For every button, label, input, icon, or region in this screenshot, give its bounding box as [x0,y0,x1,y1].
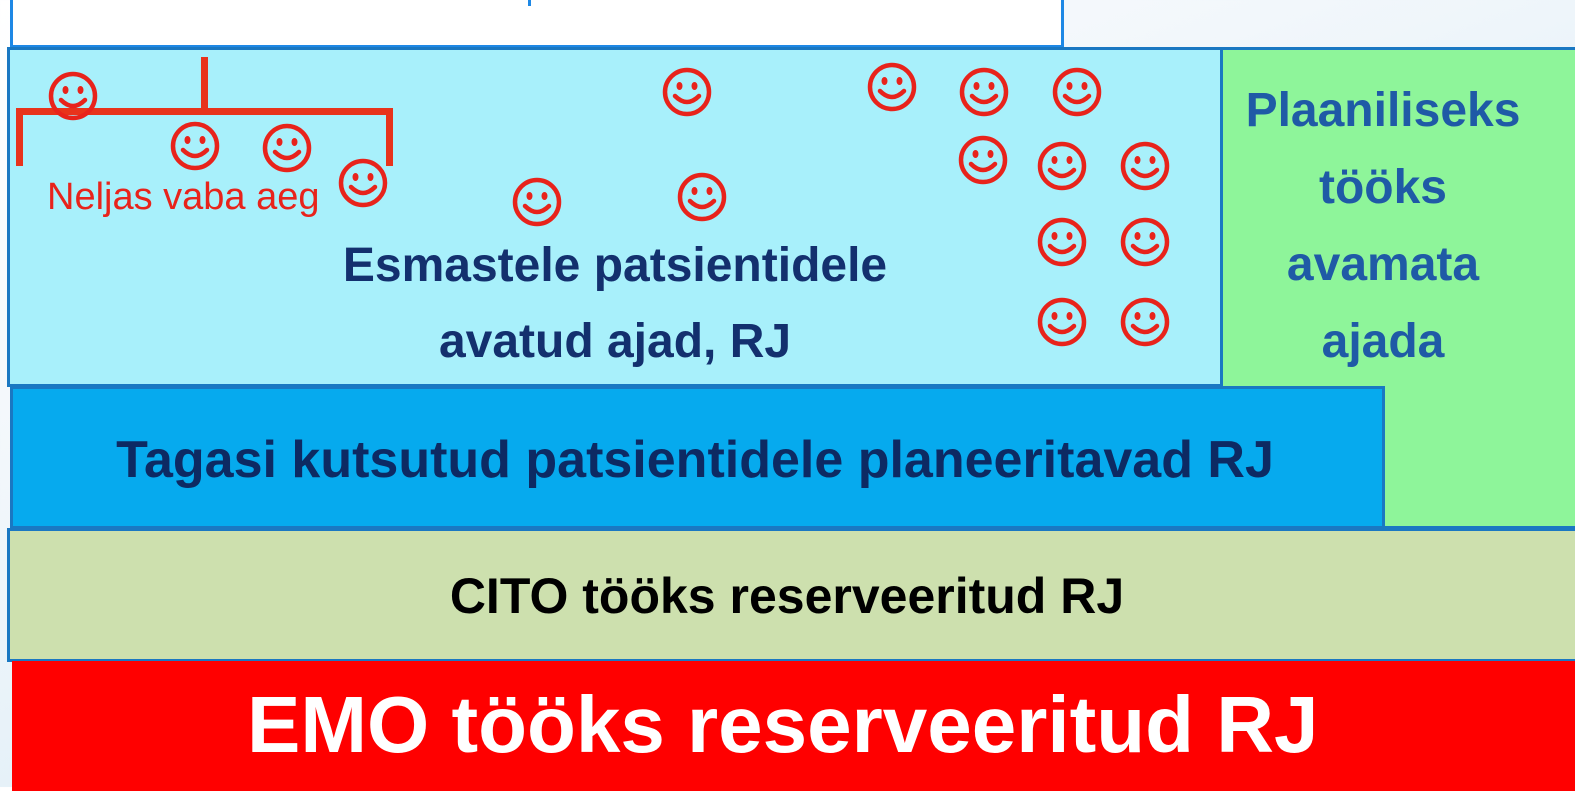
smiley-face-icon [662,67,712,117]
smiley-face-icon [1052,67,1102,117]
smiley-face-icon [1037,217,1087,267]
smiley-face-icon [1037,141,1087,191]
emo-slots-block [12,661,1575,791]
bracket-stem [201,57,208,113]
recalled-slots-label: Tagasi kutsutud patsientidele planeerita… [116,431,1274,489]
smiley-face-icon [867,62,917,112]
cito-slots-label: CITO tööks reserveeritud RJ [449,568,1125,624]
bracket-left-arm [16,108,23,166]
open-slots-label: Esmastele patsientidele avatud ajad, RJ [342,239,888,368]
smiley-face-icon [677,172,727,222]
cito-slots-block [7,528,1575,662]
smiley-face-icon [338,158,388,208]
free-time-label: Neljas vaba aeg [47,176,320,218]
emo-slots-label: EMO tööks reserveeritud RJ [247,680,1319,769]
top-frame [10,0,1064,48]
bracket-bar [16,108,393,115]
smiley-face-icon [512,177,562,227]
bracket-right-arm [386,108,393,166]
unopened-slots-label: Plaaniliseks tööks avamata ajada [1245,84,1521,368]
smiley-face-icon [1120,141,1170,191]
smiley-face-icon [48,71,98,121]
smiley-face-icon [262,123,312,173]
smiley-face-icon [170,121,220,171]
smiley-face-icon [958,135,1008,185]
smiley-face-icon [959,67,1009,117]
smiley-face-icon [1037,297,1087,347]
smiley-face-icon [1120,217,1170,267]
top-frame-connector [528,0,531,6]
recalled-slots-block [10,386,1385,529]
open-slots-block [7,47,1223,387]
smiley-face-icon [1120,297,1170,347]
